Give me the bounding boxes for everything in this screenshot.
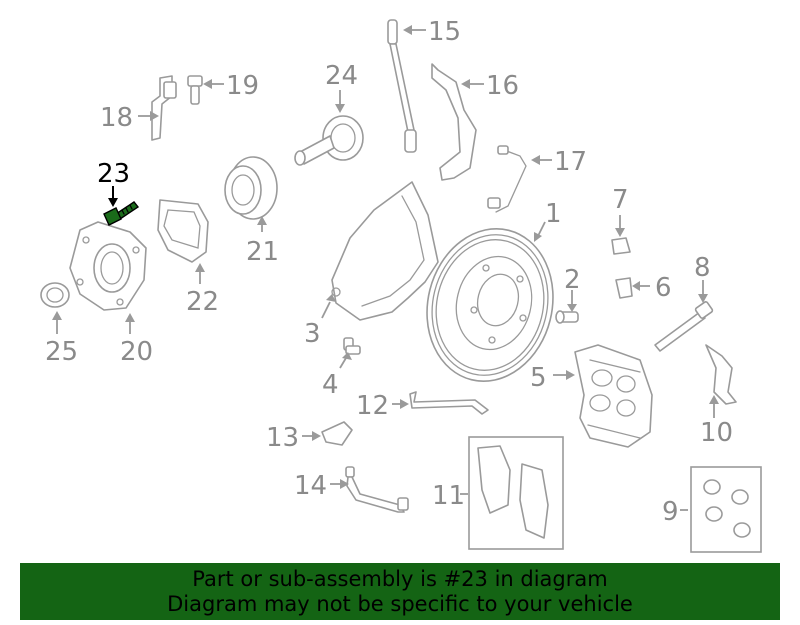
part-13-clip bbox=[321, 421, 353, 446]
callout-17: 17 bbox=[554, 147, 587, 177]
part-10-spring bbox=[705, 344, 737, 405]
part-22-gasket bbox=[157, 199, 209, 263]
part-8-long-bolt bbox=[654, 301, 714, 352]
part-16-bracket bbox=[431, 63, 477, 181]
callout-15: 15 bbox=[428, 17, 461, 47]
part-15-hose bbox=[387, 19, 417, 153]
part-7-cap bbox=[611, 237, 631, 255]
part-19-bolt bbox=[187, 75, 203, 105]
callout-9: 9 bbox=[662, 497, 679, 527]
callout-14: 14 bbox=[294, 471, 327, 501]
part-6-clip bbox=[615, 277, 633, 299]
part-11-brake-pads bbox=[468, 436, 564, 550]
callout-22: 22 bbox=[186, 287, 219, 317]
part-14-hose bbox=[345, 466, 409, 513]
callout-19: 19 bbox=[226, 71, 259, 101]
callout-3: 3 bbox=[304, 319, 321, 349]
callout-12: 12 bbox=[356, 391, 389, 421]
callout-5: 5 bbox=[530, 363, 547, 393]
part-24-axle-stub bbox=[294, 115, 364, 166]
banner-line-2: Diagram may not be specific to your vehi… bbox=[167, 591, 633, 616]
callout-labels: 1 2 3 4 5 6 7 8 9 10 11 12 13 14 15 16 1… bbox=[45, 17, 733, 527]
part-25-nut bbox=[40, 282, 70, 308]
callout-8: 8 bbox=[694, 253, 711, 283]
callout-24: 24 bbox=[325, 61, 358, 91]
callout-16: 16 bbox=[486, 71, 519, 101]
part-17-wear-sensor bbox=[487, 145, 527, 213]
callout-7: 7 bbox=[612, 185, 629, 215]
part-2-bolt bbox=[555, 310, 579, 324]
part-23-bolt bbox=[103, 201, 140, 226]
banner-line-1: Part or sub-assembly is #23 in diagram bbox=[192, 566, 608, 591]
part-3-dust-shield bbox=[331, 181, 439, 321]
info-banner: Part or sub-assembly is #23 in diagram D… bbox=[20, 563, 780, 620]
callout-20: 20 bbox=[120, 337, 153, 367]
callout-21: 21 bbox=[246, 237, 279, 267]
callout-6: 6 bbox=[655, 273, 672, 303]
part-12-brake-line bbox=[409, 391, 489, 415]
callout-2: 2 bbox=[564, 265, 581, 295]
leader-lines bbox=[52, 25, 719, 511]
callout-25: 25 bbox=[45, 337, 78, 367]
part-4-bolt bbox=[343, 337, 361, 355]
callout-13: 13 bbox=[266, 423, 299, 453]
part-21-wheel-bearing bbox=[224, 156, 278, 220]
callout-1: 1 bbox=[545, 199, 562, 229]
part-9-seal-kit bbox=[690, 466, 762, 553]
brake-assembly-diagram: 1 2 3 4 5 6 7 8 9 10 11 12 13 14 15 16 1… bbox=[40, 17, 762, 553]
callout-18: 18 bbox=[100, 103, 133, 133]
part-20-wheel-hub bbox=[69, 221, 147, 311]
part-5-caliper bbox=[574, 344, 653, 448]
callout-11: 11 bbox=[432, 481, 465, 511]
part-1-brake-rotor bbox=[426, 227, 554, 383]
callout-10: 10 bbox=[700, 418, 733, 448]
callout-23: 23 bbox=[97, 159, 130, 189]
part-18-abs-sensor bbox=[151, 75, 177, 141]
callout-4: 4 bbox=[322, 370, 339, 400]
